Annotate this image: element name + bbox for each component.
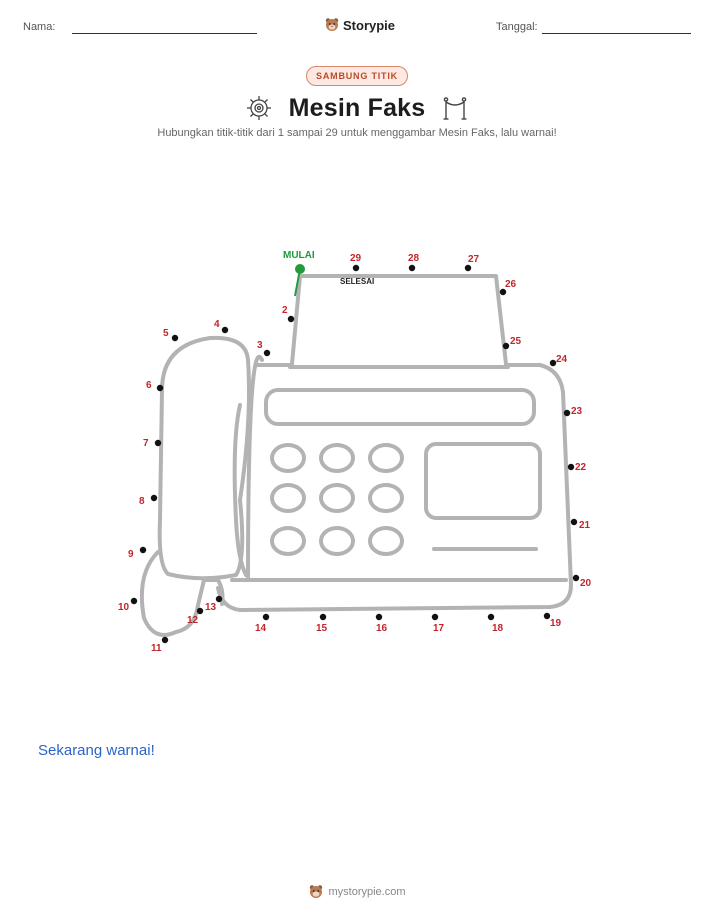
footer-site: mystorypie.com [328,886,406,898]
dot-21[interactable] [570,518,578,526]
brand-logo: Storypie [324,14,395,36]
dot-label-12: 12 [187,615,199,626]
fax-machine-outline [139,274,573,637]
keypad-button [270,483,306,513]
dot-14[interactable] [262,613,270,621]
keypad-button [368,483,404,513]
dot-label-23: 23 [571,406,583,417]
paper-slot [264,388,536,426]
keypad-button [368,526,404,556]
dot-label-9: 9 [128,549,134,560]
name-line [72,33,257,34]
badge-container: SAMBUNG TITIK [0,66,714,86]
dot-label-18: 18 [492,623,504,634]
dot-label-17: 17 [433,623,445,634]
keypad-button [368,443,404,473]
fax-body-outline [216,363,573,612]
storypie-mascot-icon [325,18,339,31]
worksheet-header: Nama: Storypie Tanggal: [0,14,714,44]
title-row: Mesin Faks [0,92,714,124]
dot-26[interactable] [499,288,507,296]
dot-2[interactable] [287,315,295,323]
dot-20[interactable] [572,574,580,582]
dot-label-22: 22 [575,462,587,473]
dot-3[interactable] [263,349,271,357]
dot-24[interactable] [549,359,557,367]
dot-label-27: 27 [468,254,480,265]
storypie-mascot-icon [310,885,323,898]
dot-label-28: 28 [408,253,420,264]
keypad-button [319,443,355,473]
dot-label-4: 4 [214,319,220,330]
dot-22[interactable] [567,463,575,471]
dot-label-24: 24 [556,354,568,365]
footer: mystorypie.com [0,884,714,900]
dot-8[interactable] [150,494,158,502]
dot-label-15: 15 [316,623,328,634]
keypad-button [270,443,306,473]
dot-label-19: 19 [550,618,562,629]
keypad-button [319,526,355,556]
dot-label-13: 13 [205,602,217,613]
keypad [270,443,404,556]
dot-label-2: 2 [282,305,288,316]
cord-plug [202,578,225,606]
dot-23[interactable] [563,409,571,417]
barrier-icon [443,97,467,120]
dot-label-21: 21 [579,520,591,531]
dot-15[interactable] [319,613,327,621]
handset-cord [139,550,206,637]
dot-label-20: 20 [580,578,592,589]
dot-label-8: 8 [139,496,145,507]
dot-9[interactable] [139,546,147,554]
dot-label-3: 3 [257,340,263,351]
instruction-text: Hubungkan titik-titik dari 1 sampai 29 u… [157,127,557,139]
end-label: SELESAI [340,277,374,286]
page-title: Mesin Faks [288,93,426,122]
dot-7[interactable] [154,439,162,447]
color-prompt: Sekarang warnai! [38,742,155,759]
dot-29[interactable] [352,264,360,272]
dot-label-26: 26 [505,279,517,290]
dot-11[interactable] [161,636,169,644]
dot-17[interactable] [431,613,439,621]
start-label: MULAI [283,250,315,261]
dot-19[interactable] [543,612,551,620]
dot-label-6: 6 [146,380,152,391]
dot-label-11: 11 [151,643,162,654]
dot-13[interactable] [215,595,223,603]
start-marker: MULAI [283,250,315,297]
dot-label-16: 16 [376,623,388,634]
dot-5[interactable] [171,334,179,342]
dot-label-5: 5 [163,328,169,339]
date-label: Tanggal: [496,21,538,33]
dot-28[interactable] [408,264,416,272]
date-line [542,33,691,34]
name-label: Nama: [23,21,56,33]
dot-label-29: 29 [350,253,362,264]
paper-tray-outline [290,274,508,366]
dot-6[interactable] [156,384,164,392]
dot-label-10: 10 [118,602,130,613]
display-screen [424,442,542,520]
keypad-button [270,526,306,556]
dot-label-7: 7 [143,438,149,449]
dot-12[interactable] [196,607,204,615]
dot-10[interactable] [130,597,138,605]
dot-27[interactable] [464,264,472,272]
keypad-button [319,483,355,513]
dot-4[interactable] [221,326,229,334]
dot-16[interactable] [375,613,383,621]
gear-icon [246,96,271,120]
dot-18[interactable] [487,613,495,621]
activity-badge: SAMBUNG TITIK [306,66,408,86]
brand-name: Storypie [343,17,396,33]
dot-label-14: 14 [255,623,267,634]
dot-25[interactable] [502,342,510,350]
handset-cradle-outline [246,354,264,582]
dot-label-25: 25 [510,336,522,347]
start-dot[interactable] [295,264,305,274]
